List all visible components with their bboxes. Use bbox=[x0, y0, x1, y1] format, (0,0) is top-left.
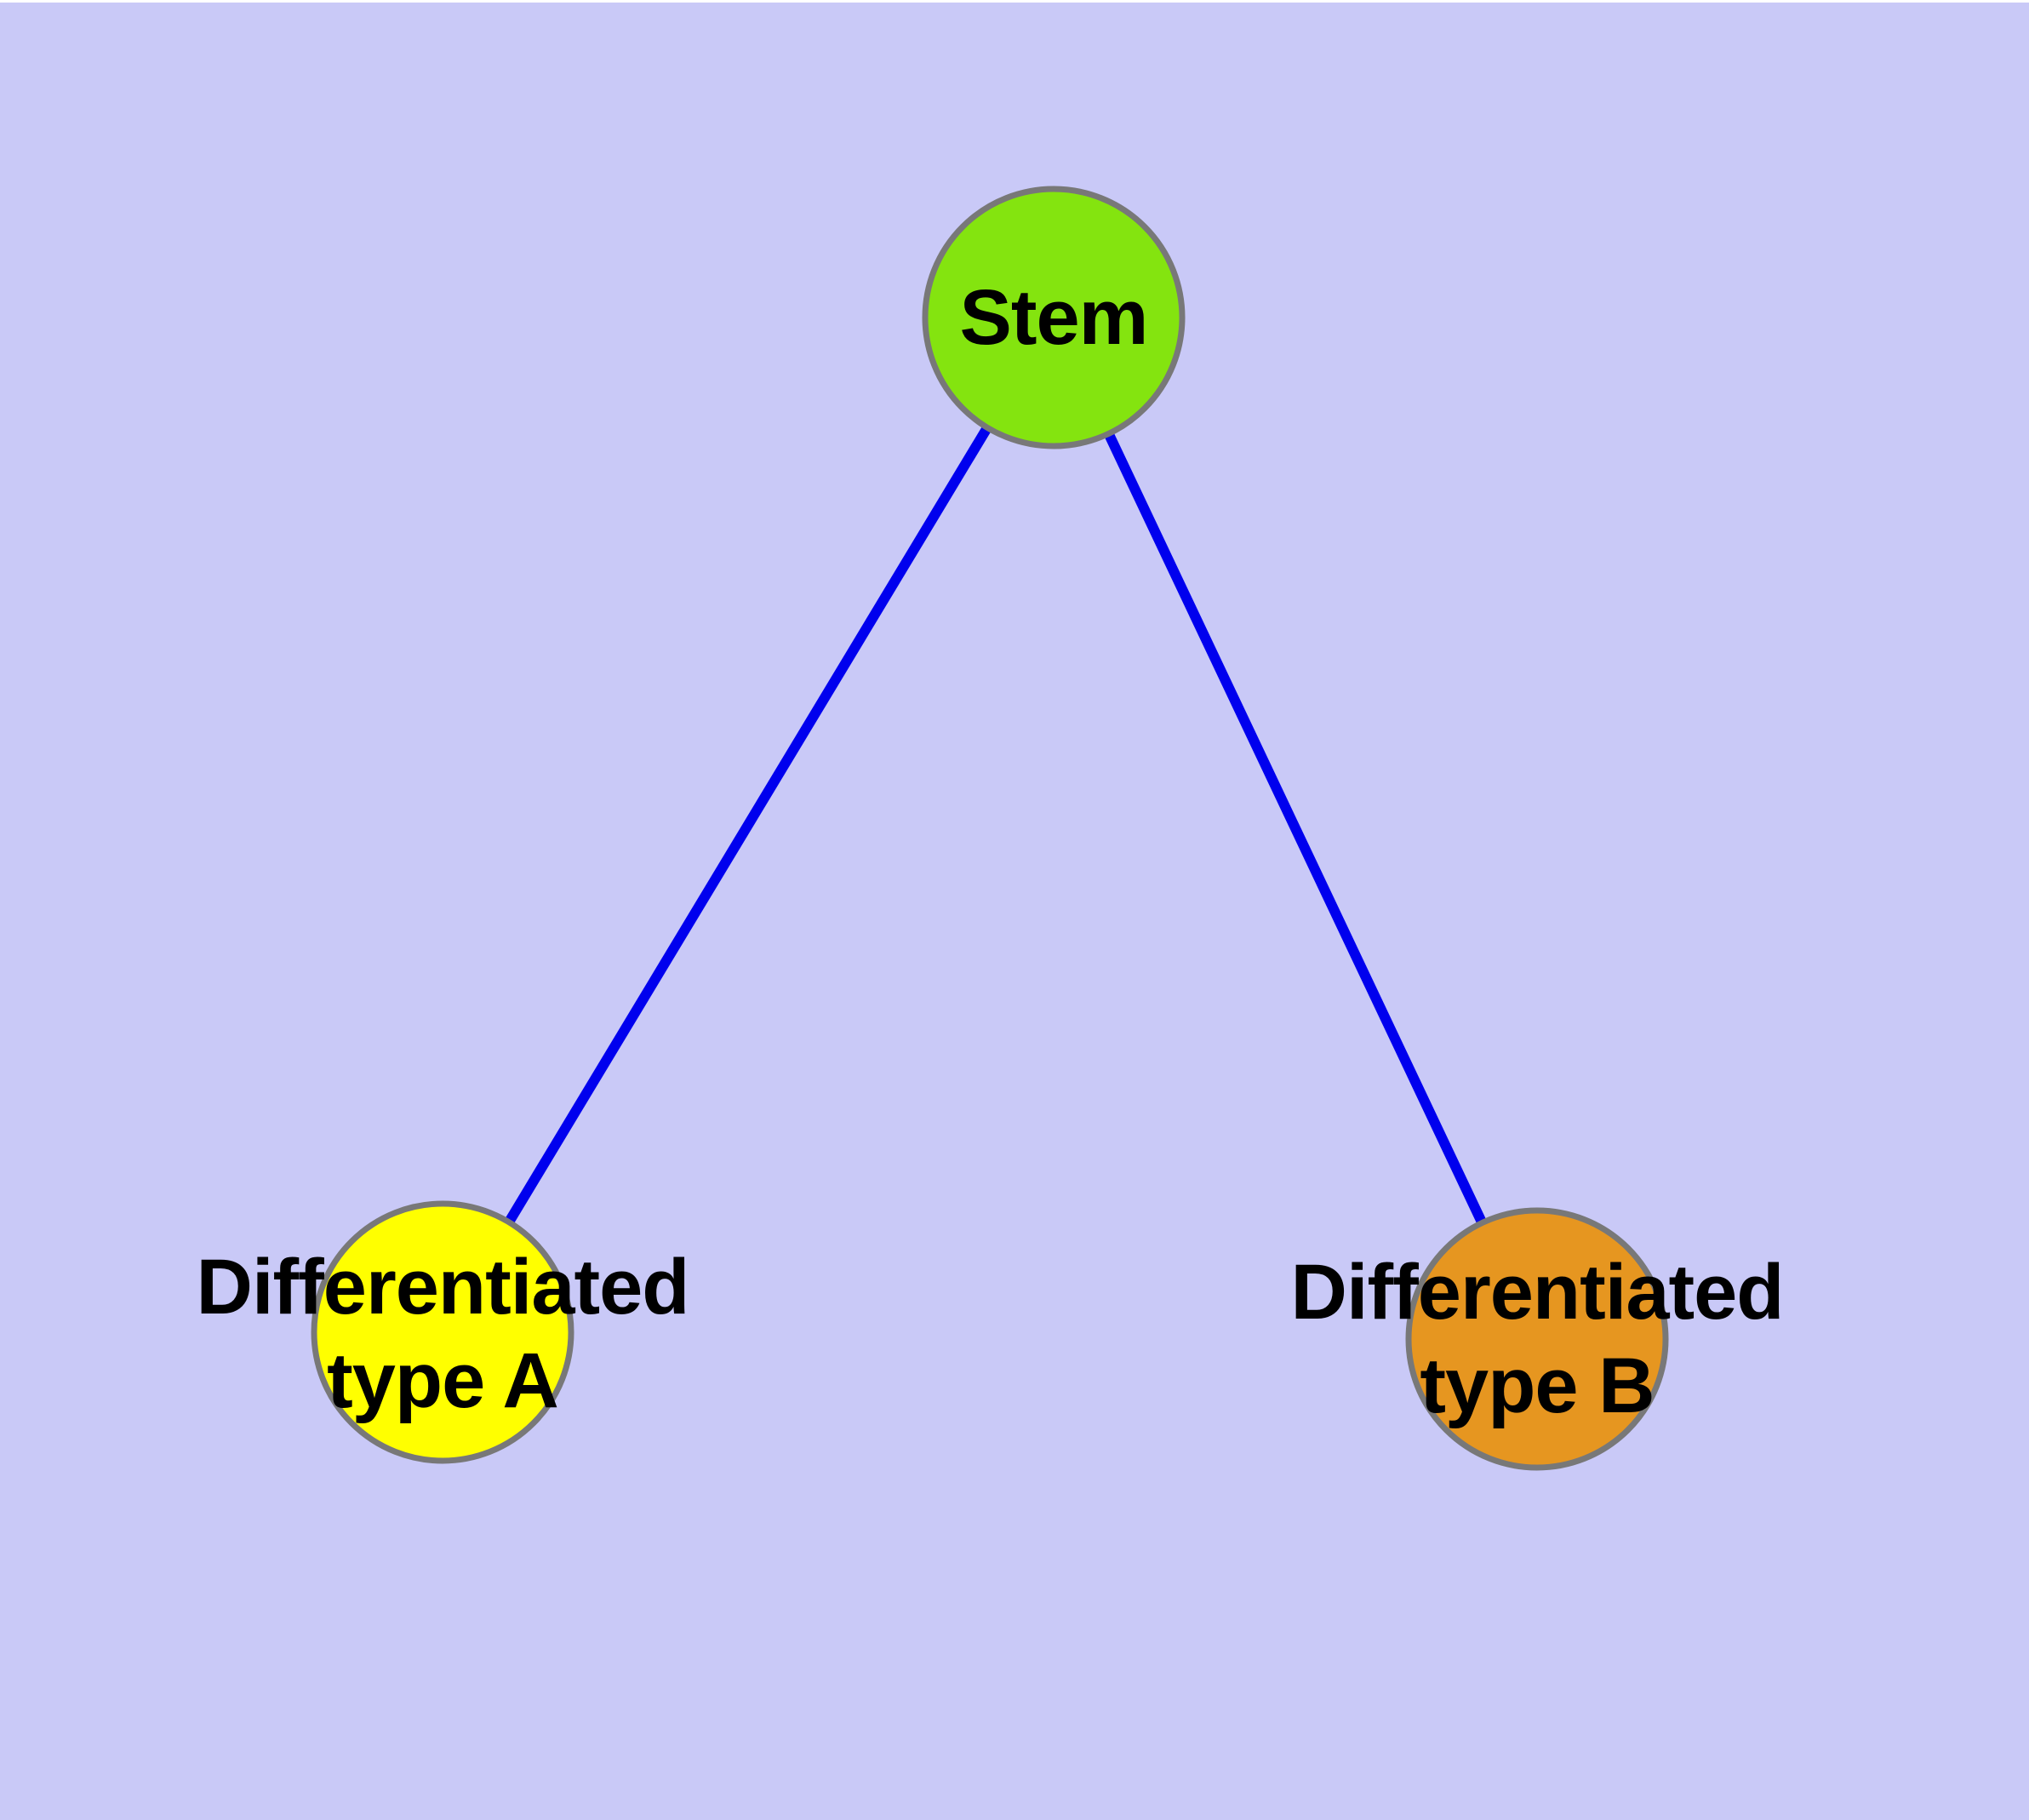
node-stem-circle bbox=[922, 186, 1186, 449]
node-label-type-a-line2: type A bbox=[327, 1337, 559, 1424]
top-margin-strip bbox=[0, 0, 2029, 3]
node-type-a-circle bbox=[311, 1200, 574, 1464]
node-label-stem: Stem bbox=[959, 271, 1149, 364]
node-label-type-a-line1: Differentiated bbox=[196, 1244, 690, 1331]
node-label-stem-text: Stem bbox=[959, 274, 1149, 361]
edge-stem-to-type-b bbox=[1049, 315, 1542, 1342]
node-type-b-circle bbox=[1405, 1207, 1669, 1471]
node-label-type-b-line1: Differentiated bbox=[1290, 1249, 1785, 1336]
node-label-type-b: Differentiated type B bbox=[1290, 1245, 1785, 1433]
node-label-type-b-line2: type B bbox=[1420, 1342, 1655, 1429]
edge-stem-to-type-a bbox=[437, 314, 1059, 1336]
node-label-type-a: Differentiated type A bbox=[196, 1240, 690, 1428]
